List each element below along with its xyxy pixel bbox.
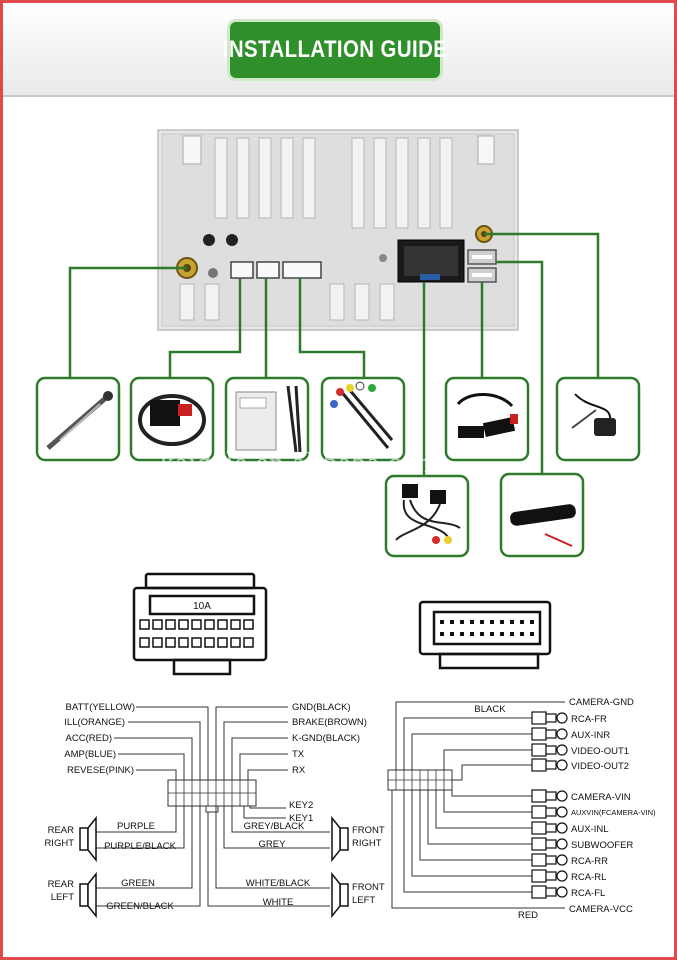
jack-label-aux-inl: AUX-INL	[571, 824, 608, 835]
jack-label-camera-vin: CAMERA-VIN	[571, 792, 631, 803]
main-wiring-harness-icon	[395, 484, 461, 544]
wire-label-purple-black: PURPLE/BLACK	[104, 841, 176, 852]
watermark: kaigele.en.alibaba.com	[160, 448, 440, 479]
radio-module-icon	[138, 394, 206, 446]
speaker-front-left-label-1: FRONT	[352, 882, 385, 893]
wire-label-white: WHITE	[263, 897, 294, 908]
page-title: INSTALLATION GUIDE	[222, 36, 448, 63]
wire-label-purple: PURPLE	[117, 821, 155, 832]
label-camera-gnd: CAMERA-GND	[569, 697, 634, 708]
head-unit-back-panel	[157, 129, 519, 331]
left-wiring-diagram	[96, 706, 330, 907]
wire-label-acc: ACC(RED)	[66, 733, 112, 744]
speaker-rear-left-icon	[79, 871, 97, 919]
rca-cable-bundle-icon	[330, 381, 394, 449]
speaker-rear-right-label-1: REAR	[48, 825, 75, 836]
wire-label-tx: TX	[292, 749, 305, 760]
wire-label-key1: KEY1	[289, 813, 313, 824]
wire-label-white-black: WHITE/BLACK	[246, 878, 311, 889]
jack-label-rca-fr: RCA-FR	[571, 714, 607, 725]
wire-label-batt: BATT(YELLOW)	[66, 702, 136, 713]
speaker-rear-right-label-2: RIGHT	[44, 838, 74, 849]
wire-label-amp: AMP(BLUE)	[64, 749, 116, 760]
wire-label-brake: BRAKE(BROWN)	[292, 717, 367, 728]
speaker-front-left-label-2: LEFT	[352, 895, 375, 906]
speaker-front-right-label-2: RIGHT	[352, 838, 382, 849]
wire-label-green: GREEN	[121, 878, 155, 889]
wire-label-reverse: REVESE(PINK)	[67, 765, 134, 776]
wire-label-ill: ILL(ORANGE)	[64, 717, 125, 728]
title-banner: INSTALLATION GUIDE	[223, 22, 447, 78]
wire-label-red: RED	[518, 910, 538, 921]
left-harness-connector	[132, 572, 268, 676]
antenna-adapter-icon	[46, 391, 113, 450]
wire-label-kgnd: K-GND(BLACK)	[292, 733, 360, 744]
rca-jack-icons	[531, 711, 568, 899]
jack-label-aux-inr: AUX-INR	[571, 730, 610, 741]
wire-label-rx: RX	[292, 765, 306, 776]
tv-box-icon	[235, 385, 302, 453]
jack-label-rca-rl: RCA-RL	[571, 872, 606, 883]
usb-cable-and-stick-icon	[456, 392, 518, 438]
jack-label-rca-rr: RCA-RR	[571, 856, 608, 867]
fuse-label: 10A	[193, 601, 211, 612]
speaker-front-right-icon	[331, 815, 349, 863]
jack-label-video-out2: VIDEO-OUT2	[571, 761, 629, 772]
right-harness-connector	[418, 600, 552, 670]
speaker-rear-left-label-2: LEFT	[51, 892, 74, 903]
speaker-front-right-label-1: FRONT	[352, 825, 385, 836]
right-wiring-diagram	[387, 701, 565, 909]
accessory-leader-lines	[68, 232, 600, 478]
jack-label-video-out1: VIDEO-OUT1	[571, 746, 629, 757]
wire-label-key2: KEY2	[289, 800, 313, 811]
wire-label-black: BLACK	[474, 704, 506, 715]
wire-label-grey: GREY	[259, 839, 287, 850]
speaker-rear-left-label-1: REAR	[48, 879, 75, 890]
label-camera-vcc: CAMERA-VCC	[569, 904, 633, 915]
jack-label-subwoofer: SUBWOOFER	[571, 840, 633, 851]
tv-dongle-icon	[510, 504, 576, 547]
speaker-rear-right-icon	[79, 815, 97, 863]
wire-label-gnd: GND(BLACK)	[292, 702, 351, 713]
jack-label-rca-fl: RCA-FL	[571, 888, 605, 899]
wire-label-grey-black: GREY/BLACK	[244, 821, 305, 832]
gps-antenna-icon	[571, 393, 616, 436]
jack-label-auxvin: AUXVIN(FCAMERA-VIN)	[571, 808, 656, 817]
speaker-front-left-icon	[331, 871, 349, 919]
wire-label-green-black: GREEN/BLACK	[106, 901, 174, 912]
